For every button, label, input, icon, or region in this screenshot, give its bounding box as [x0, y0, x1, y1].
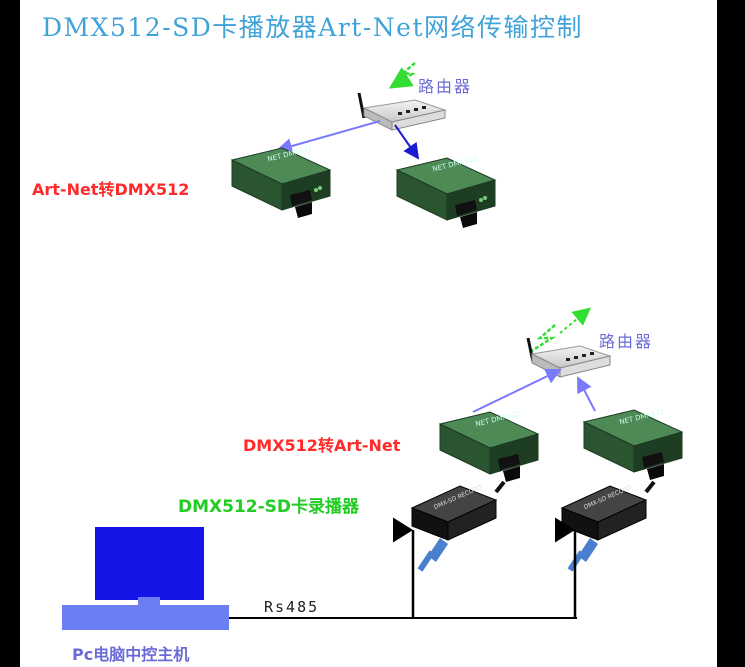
diagram-graphics — [62, 62, 684, 630]
wifi-signal-icon — [529, 307, 592, 354]
router-label-top: 路由器 — [418, 77, 473, 96]
link-arrow — [472, 368, 562, 413]
router-label-bottom: 路由器 — [599, 332, 654, 351]
rs485-label: Rs485 — [264, 598, 320, 616]
sd-recorder-device-icon — [560, 480, 656, 572]
sd-recorder-label: DMX512-SD卡录播器 — [178, 497, 360, 517]
dmx-artnet-device-icon — [438, 411, 540, 482]
link-arrow — [577, 376, 596, 412]
router-icon — [357, 92, 447, 131]
pc-host-icon — [62, 527, 229, 630]
dmx-to-artnet-label: DMX512转Art-Net — [243, 436, 401, 455]
diagram-canvas: DMX512-SD卡播放器Art-Net网络传输控制 — [20, 0, 717, 667]
rs485-bus — [229, 517, 577, 619]
router-icon — [526, 337, 612, 378]
pc-host-label: Pc电脑中控主机 — [72, 645, 190, 664]
dmx-artnet-device-icon — [582, 409, 684, 480]
wifi-signal-icon — [388, 62, 416, 89]
artnet-to-dmx-label: Art-Net转DMX512 — [32, 180, 190, 199]
diagram-title: DMX512-SD卡播放器Art-Net网络传输控制 — [42, 13, 583, 42]
artnet-dmx-device-icon — [230, 147, 332, 218]
link-arrow — [394, 124, 420, 160]
sd-recorder-device-icon — [410, 480, 506, 572]
link-arrow — [276, 120, 381, 154]
artnet-dmx-device-icon — [395, 157, 497, 228]
